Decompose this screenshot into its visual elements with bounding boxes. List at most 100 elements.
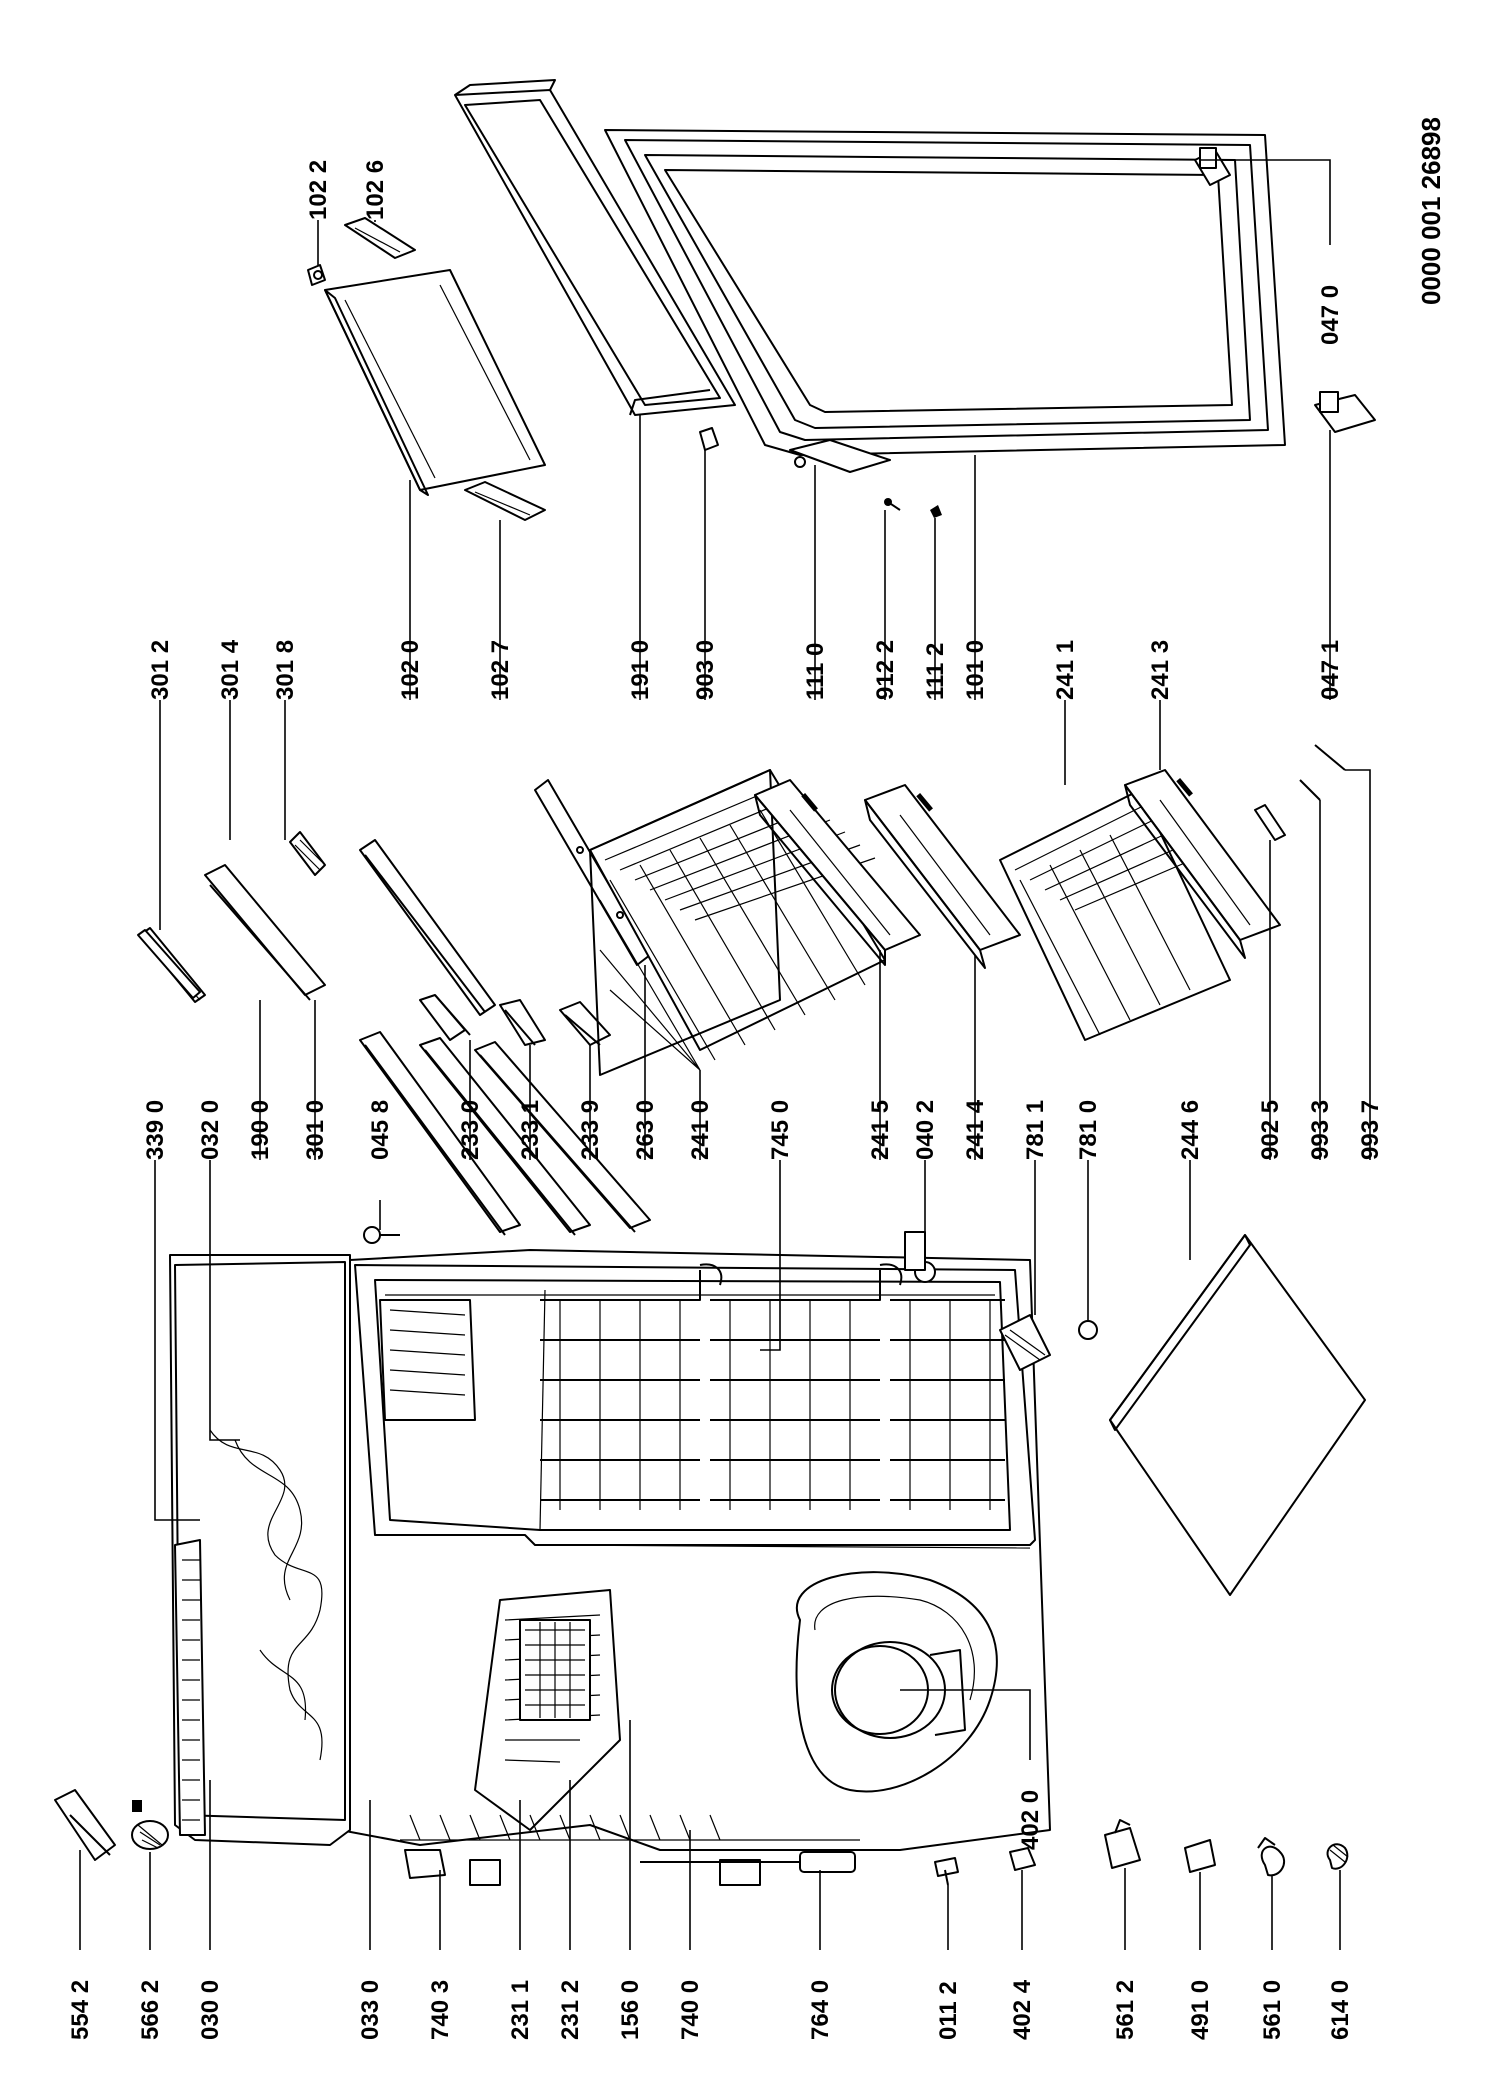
mid-labels: 339 0 032 0 190 0 301 0 045 8 233 0 233 …	[142, 1099, 1384, 1160]
light-bulb	[1257, 1837, 1286, 1877]
label-102-2: 102 2	[305, 160, 332, 220]
label-241-3: 241 3	[1147, 640, 1174, 700]
strip-993-7	[1314, 744, 1346, 771]
label-241-4: 241 4	[962, 1099, 989, 1160]
label-111-2: 111 2	[922, 643, 949, 700]
flap-hinge-upper	[307, 264, 326, 286]
label-032-0: 032 0	[197, 1100, 224, 1160]
shelf-rail-1	[419, 994, 471, 1041]
label-241-1: 241 1	[1052, 640, 1079, 700]
door-handle	[789, 439, 891, 473]
door-strip-long	[359, 839, 496, 1016]
label-156-0: 156 0	[617, 1980, 644, 2040]
label-745-0: 745 0	[767, 1100, 794, 1160]
clip-903	[699, 427, 719, 451]
freezer-flap	[324, 269, 546, 496]
door-clip-554	[54, 1789, 116, 1861]
label-233-1: 233 1	[517, 1100, 544, 1160]
label-566-2: 566 2	[137, 1980, 164, 2040]
label-301-4: 301 4	[217, 639, 244, 700]
screw-912	[884, 498, 901, 511]
label-301-2: 301 2	[147, 640, 174, 700]
label-993-7: 993 7	[1357, 1100, 1384, 1160]
label-903-0: 903 0	[692, 640, 719, 700]
cable-screw	[934, 1857, 959, 1886]
label-191-0: 191 0	[627, 640, 654, 700]
evaporator-shelves	[540, 1263, 1005, 1510]
label-111-0: 111 0	[802, 643, 829, 700]
cabinet	[169, 1249, 1051, 1851]
label-040-2: 040 2	[912, 1100, 939, 1160]
storage-drawer-3	[1124, 769, 1281, 959]
label-190-0: 190 0	[247, 1100, 274, 1160]
door-gasket	[454, 79, 736, 416]
label-241-5: 241 5	[867, 1100, 894, 1160]
flap-hinge-lower	[344, 217, 416, 259]
label-047-0: 047 0	[1317, 285, 1344, 345]
label-301-8: 301 8	[272, 640, 299, 700]
drain-tube	[640, 1851, 856, 1873]
label-740-3: 740 3	[427, 1980, 454, 2040]
thermostat-knob	[131, 1800, 169, 1850]
document-number: 0000 001 26898	[1416, 117, 1446, 305]
label-231-1: 231 1	[507, 1980, 534, 2040]
wire-basket-lower	[999, 789, 1231, 1041]
shelf-rail-long-2	[419, 1037, 591, 1236]
relay	[1104, 1819, 1141, 1869]
label-554-2: 554 2	[67, 1980, 94, 2040]
label-233-9: 233 9	[577, 1100, 604, 1160]
strip-902	[1254, 804, 1286, 841]
label-011-2: 011 2	[935, 1981, 962, 2040]
label-339-0: 339 0	[142, 1100, 169, 1160]
shelf-rail-long-3	[474, 1041, 651, 1233]
label-781-0: 781 0	[1075, 1100, 1102, 1160]
shelf-rail-2	[499, 999, 546, 1046]
door-strip-short	[289, 831, 326, 876]
label-993-3: 993 3	[1307, 1100, 1334, 1160]
label-491-0: 491 0	[1187, 1980, 1214, 2040]
switch	[1326, 1843, 1349, 1870]
label-233-0: 233 0	[457, 1100, 484, 1160]
label-102-6: 102 6	[362, 160, 389, 220]
top-labels: 102 2 102 6 047 0	[305, 160, 1344, 345]
label-102-7: 102 7	[487, 640, 514, 700]
label-402-4: 402 4	[1009, 1979, 1036, 2040]
label-561-2: 561 2	[1112, 1980, 1139, 2040]
strip-993-3	[1299, 779, 1321, 801]
label-030-0: 030 0	[197, 1980, 224, 2040]
label-102-0: 102 0	[397, 640, 424, 700]
door-bar	[204, 864, 326, 1001]
bottom-labels: 554 2 566 2 030 0 033 0 740 3 231 1 231 …	[67, 1979, 1354, 2040]
label-402-0: 402 0	[1017, 1790, 1044, 1850]
hinge-781	[999, 1314, 1051, 1371]
label-301-0: 301 0	[302, 1100, 329, 1160]
glass-shelf	[1109, 1234, 1366, 1596]
capacitor	[1184, 1839, 1216, 1873]
label-781-1: 781 1	[1022, 1100, 1049, 1160]
label-047-1: 047 1	[1317, 640, 1344, 700]
condenser	[474, 1589, 621, 1831]
shelf-rail-3	[559, 1001, 611, 1046]
storage-drawer-1	[754, 779, 921, 966]
label-101-0: 101 0	[962, 640, 989, 700]
flap-hinge-bracket	[464, 481, 546, 521]
cover-781	[1078, 1320, 1098, 1340]
leader-lines	[79, 159, 1371, 1950]
compressor-housing	[795, 1571, 998, 1793]
levelling-foot-front	[904, 1231, 936, 1283]
label-244-6: 244 6	[1177, 1100, 1204, 1160]
door-strip-301-2	[137, 929, 201, 999]
wire-basket-upper	[589, 769, 886, 1076]
door-outer-frame	[604, 129, 1286, 456]
label-045-8: 045 8	[367, 1100, 394, 1160]
support-bracket	[404, 1849, 761, 1886]
label-614-0: 614 0	[1327, 1980, 1354, 2040]
label-033-0: 033 0	[357, 1980, 384, 2040]
label-561-0: 561 0	[1259, 1980, 1286, 2040]
label-740-0: 740 0	[677, 1980, 704, 2040]
top-grille	[174, 1539, 206, 1836]
levelling-foot-rear	[1314, 391, 1376, 433]
label-241-0: 241 0	[687, 1100, 714, 1160]
label-902-5: 902 5	[1257, 1100, 1284, 1160]
